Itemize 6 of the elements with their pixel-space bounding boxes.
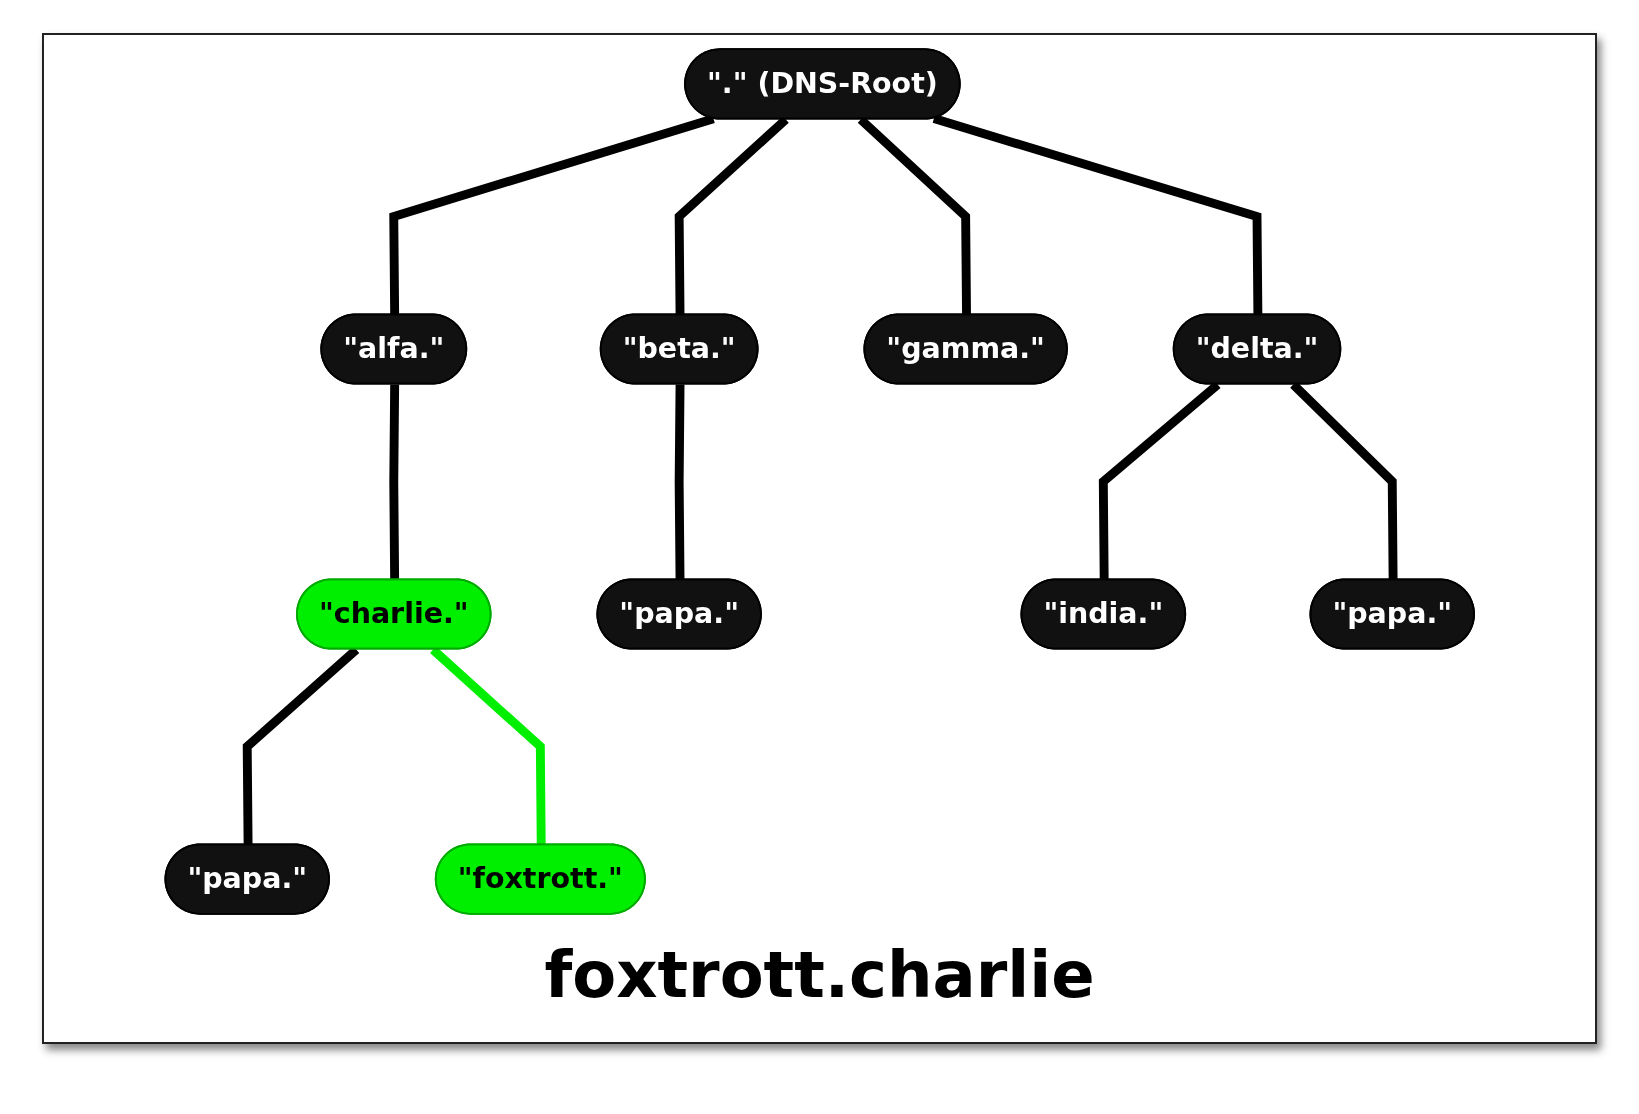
diagram-frame: "." (DNS-Root) "alfa." "beta." "gamma." "delta." "charlie." "papa." "india." "papa." "papa." "foxtrott." foxtrott.charlie <box>42 33 1597 1044</box>
connector <box>389 114 715 316</box>
caption: foxtrott.charlie <box>544 938 1095 1012</box>
connector <box>389 384 399 581</box>
connector <box>932 114 1263 316</box>
connector <box>674 384 685 581</box>
